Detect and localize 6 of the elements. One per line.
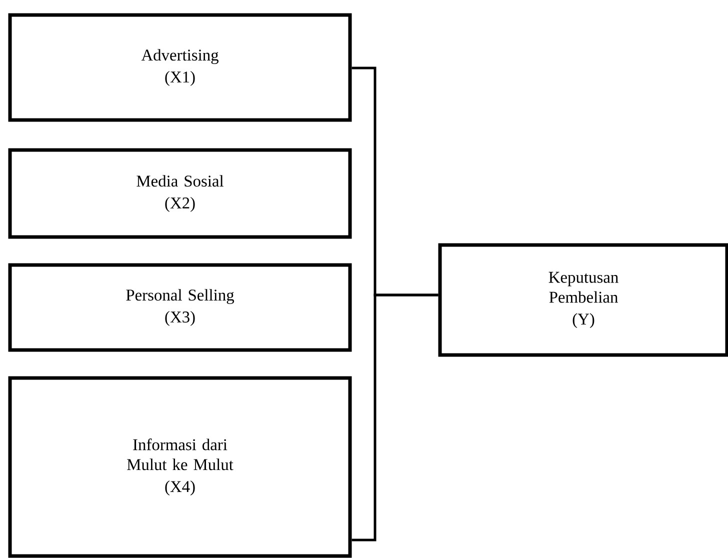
connector-line [352,294,438,542]
variable-box: Media Sosial (X2) [8,148,352,239]
variable-box: Advertising (X1) [8,13,352,122]
variable-box: Keputusan Pembelian (Y) [438,243,728,357]
variable-box: Personal Selling (X3) [8,263,352,352]
variable-box: Informasi dari Mulut ke Mulut (X4) [8,376,352,558]
